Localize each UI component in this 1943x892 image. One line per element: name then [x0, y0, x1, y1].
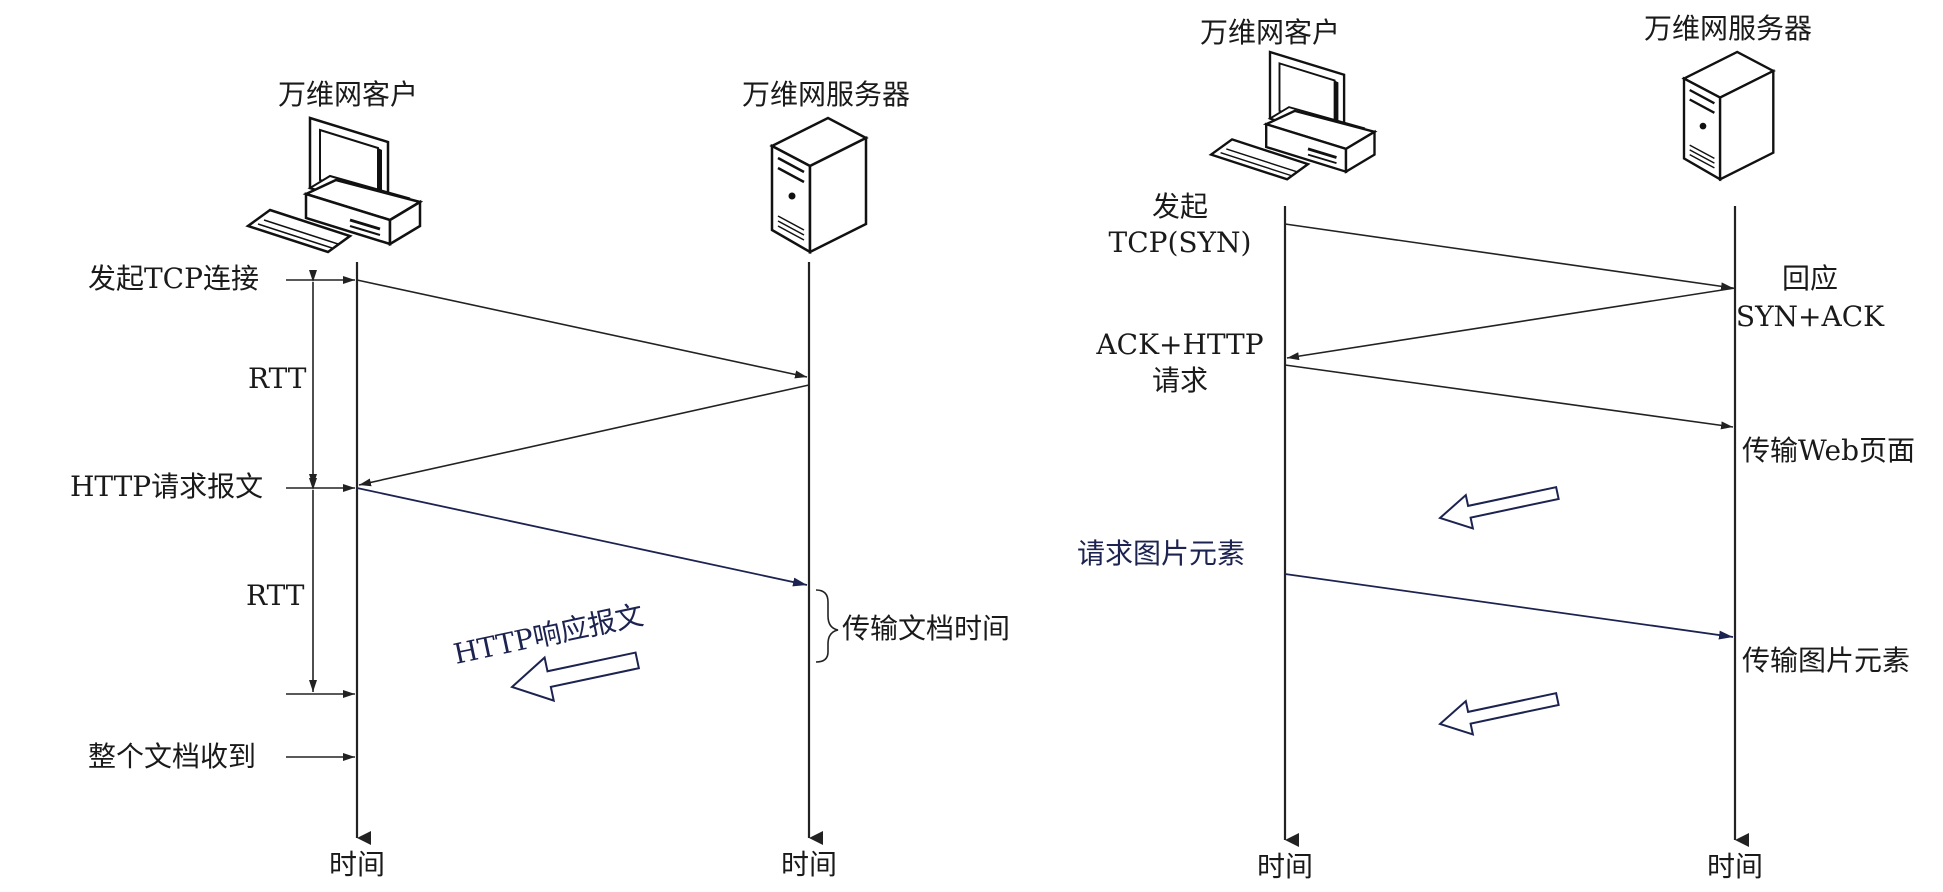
transfer-image-label: 传输图片元素: [1742, 644, 1910, 677]
image-hollow-arrow: [1438, 691, 1560, 736]
synack-arrow: [1286, 287, 1736, 361]
transfer-time-label: 传输文档时间: [842, 612, 1010, 645]
tcp-syn-arrow: [1284, 223, 1734, 291]
server-title: 万维网服务器: [742, 78, 910, 111]
http-response-hollow-arrow: [510, 651, 641, 703]
request-image-label: 请求图片元素: [1077, 537, 1245, 570]
right-diagram: 万维网客户 万维网服务器 时间 时间 发起 TCP(SYN) 回应 SYN+AC…: [1077, 12, 1915, 883]
web-page-hollow-arrow: [1438, 485, 1560, 530]
tcp-synack-arrow: [358, 384, 810, 487]
client-time-label: 时间: [329, 848, 385, 881]
http-request-arrow: [356, 487, 808, 587]
server-tower-icon: [1681, 50, 1776, 182]
syn-label-line2: TCP(SYN): [1109, 226, 1252, 259]
client-computer-icon: [245, 116, 424, 254]
client-time-label: 时间: [1257, 850, 1313, 883]
transfer-time-brace: [815, 589, 839, 663]
server-time-label: 时间: [1707, 850, 1763, 883]
syn-label-line1: 发起: [1152, 190, 1208, 223]
ack-http-arrow: [1284, 364, 1734, 430]
server-title: 万维网服务器: [1644, 12, 1812, 45]
ack-label-line1: ACK+HTTP: [1095, 328, 1263, 361]
ack-label-line2: 请求: [1152, 364, 1208, 397]
synack-label-line1: 回应: [1782, 262, 1838, 295]
synack-label-line2: SYN+ACK: [1736, 300, 1885, 333]
client-title: 万维网客户: [1200, 16, 1340, 49]
server-tower-icon: [769, 116, 869, 255]
tcp-connect-label: 发起TCP连接: [88, 262, 259, 295]
http-request-label: HTTP请求报文: [70, 470, 263, 503]
image-request-arrow: [1284, 573, 1734, 640]
left-diagram: 万维网客户 万维网服务器 时间 时间 发起TCP连接 HTTP请求报文 整个文档…: [70, 78, 1010, 881]
server-time-label: 时间: [781, 848, 837, 881]
client-computer-icon: [1208, 50, 1378, 181]
tcp-syn-arrow: [356, 279, 808, 379]
client-title: 万维网客户: [278, 78, 418, 111]
rtt-1-label: RTT: [248, 362, 307, 395]
rtt-2-label: RTT: [246, 579, 305, 612]
transfer-web-label: 传输Web页面: [1742, 434, 1915, 467]
doc-received-label: 整个文档收到: [88, 740, 256, 773]
